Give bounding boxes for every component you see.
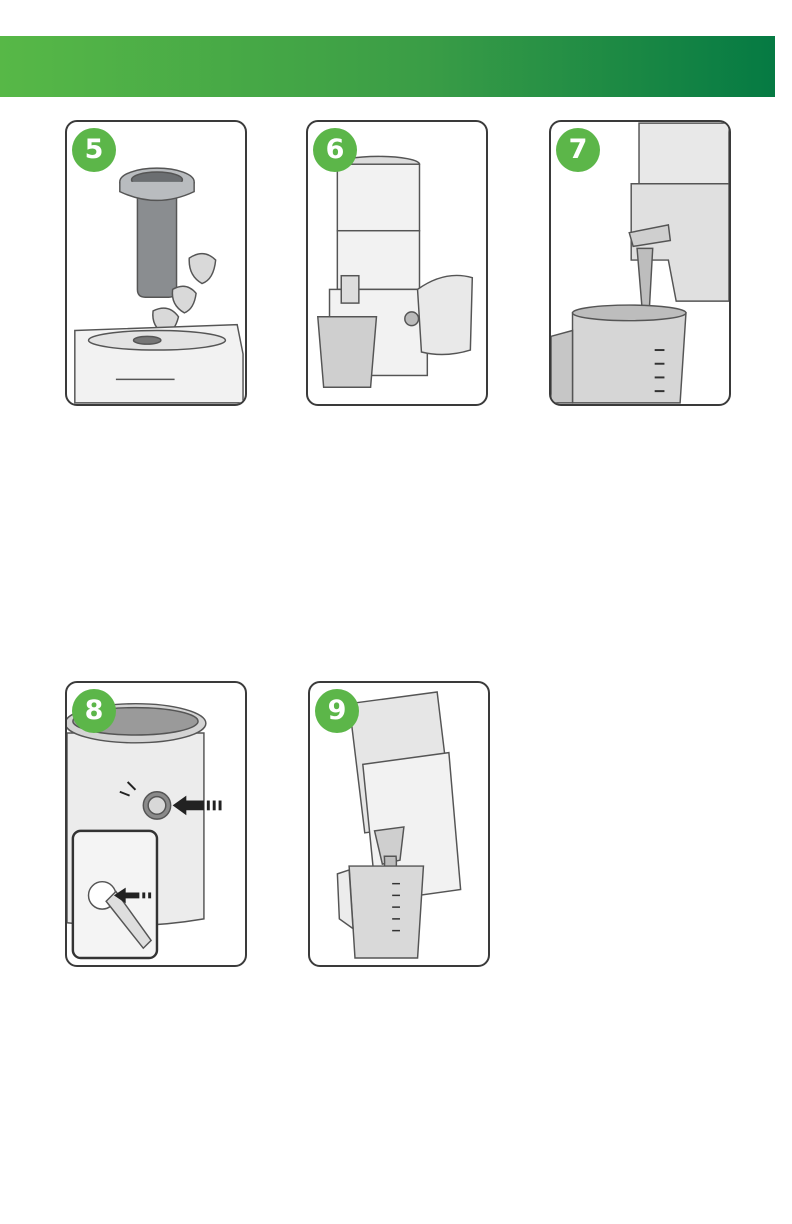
step-number-badge: 9 <box>315 689 359 733</box>
step-6-panel: 6 <box>306 120 488 406</box>
step-9-panel: 9 <box>308 681 490 967</box>
section-header-band <box>0 36 775 97</box>
step-8-panel: 8 <box>65 681 247 967</box>
step-number-badge: 5 <box>72 128 116 172</box>
step-5-panel: 5 <box>65 120 247 406</box>
step-7-panel: 7 <box>549 120 731 406</box>
step-number-badge: 8 <box>72 689 116 733</box>
step-number-badge: 7 <box>556 128 600 172</box>
step-number-badge: 6 <box>313 128 357 172</box>
